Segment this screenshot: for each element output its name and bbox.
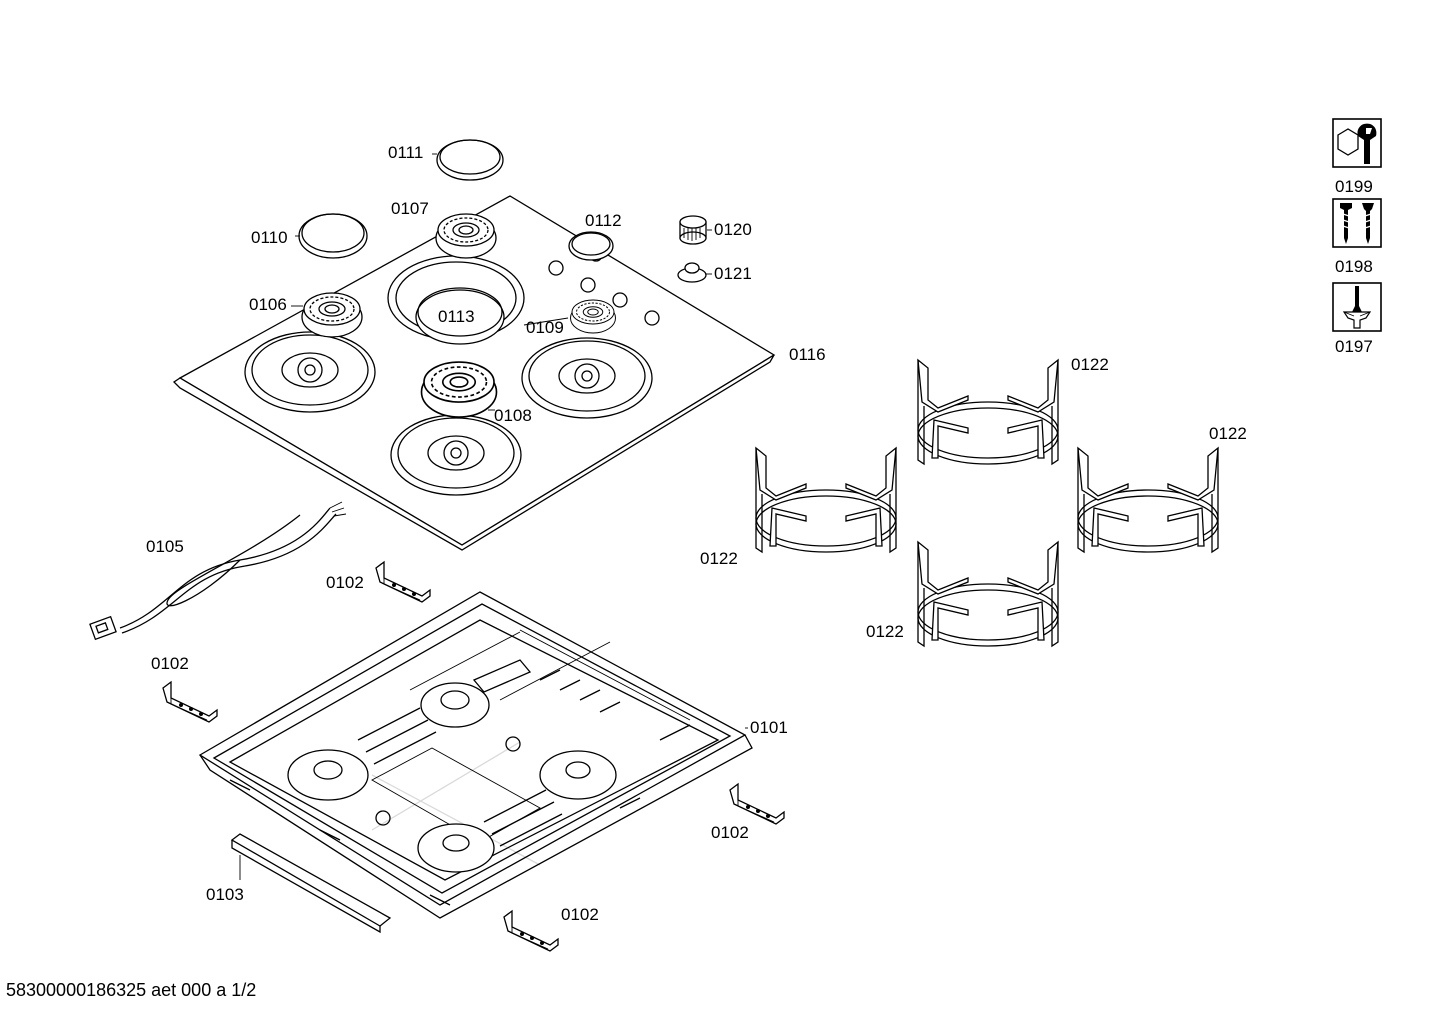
bracket-0102-d bbox=[503, 910, 559, 952]
grate-0122-d bbox=[917, 541, 1059, 647]
wrench-icon bbox=[1332, 118, 1382, 168]
burner-cap-0110 bbox=[298, 213, 368, 259]
bracket-0102-a bbox=[375, 561, 431, 603]
knob-0120 bbox=[679, 215, 707, 245]
grate-0122-a bbox=[917, 359, 1059, 465]
label-0120: 0120 bbox=[714, 220, 752, 239]
burner-cap-0113 bbox=[415, 287, 505, 345]
label-0101: 0101 bbox=[750, 718, 788, 737]
burner-cap-0111 bbox=[436, 139, 504, 181]
grate-0122-c bbox=[1077, 447, 1219, 553]
label-0122-c: 0122 bbox=[1209, 424, 1247, 443]
label-0112: 0112 bbox=[585, 211, 622, 230]
burner-0108 bbox=[420, 361, 498, 418]
label-0107: 0107 bbox=[391, 199, 429, 218]
power-cable-0105 bbox=[89, 501, 347, 641]
screwdriver-icon bbox=[1332, 282, 1382, 332]
leader-lines bbox=[291, 153, 748, 729]
label-0109: 0109 bbox=[526, 318, 564, 337]
label-0106: 0106 bbox=[249, 295, 287, 314]
burner-0107 bbox=[435, 213, 497, 259]
label-0122-a: 0122 bbox=[1071, 355, 1109, 374]
label-0108: 0108 bbox=[494, 406, 532, 425]
label-0116: 0116 bbox=[789, 345, 826, 364]
label-0199: 0199 bbox=[1335, 177, 1373, 196]
label-0122-b: 0122 bbox=[700, 549, 738, 568]
label-0198: 0198 bbox=[1335, 257, 1373, 276]
label-0113: 0113 bbox=[438, 307, 475, 326]
bracket-0102-b bbox=[162, 681, 218, 723]
screws-icon bbox=[1332, 198, 1382, 248]
burner-0106 bbox=[301, 292, 363, 338]
label-0122-d: 0122 bbox=[866, 622, 904, 641]
burner-0109 bbox=[570, 299, 616, 334]
label-0102-b: 0102 bbox=[151, 654, 189, 673]
label-0102-c: 0102 bbox=[711, 823, 749, 842]
label-0121: 0121 bbox=[714, 264, 752, 283]
strip-0103 bbox=[230, 833, 392, 934]
grate-0122-b bbox=[755, 447, 897, 553]
label-0105: 0105 bbox=[146, 537, 184, 556]
label-0110: 0110 bbox=[251, 228, 288, 247]
label-0102-d: 0102 bbox=[561, 905, 599, 924]
label-0102-a: 0102 bbox=[326, 573, 364, 592]
bracket-0102-c bbox=[729, 783, 785, 825]
base-tray-0101 bbox=[198, 591, 753, 919]
label-0197: 0197 bbox=[1335, 337, 1373, 356]
label-0103: 0103 bbox=[206, 885, 244, 904]
label-0111: 0111 bbox=[388, 143, 423, 162]
document-id-footer: 58300000186325 aet 000 a 1/2 bbox=[6, 980, 257, 1000]
burner-cap-0112 bbox=[568, 231, 614, 261]
knob-insert-0121 bbox=[677, 262, 707, 283]
